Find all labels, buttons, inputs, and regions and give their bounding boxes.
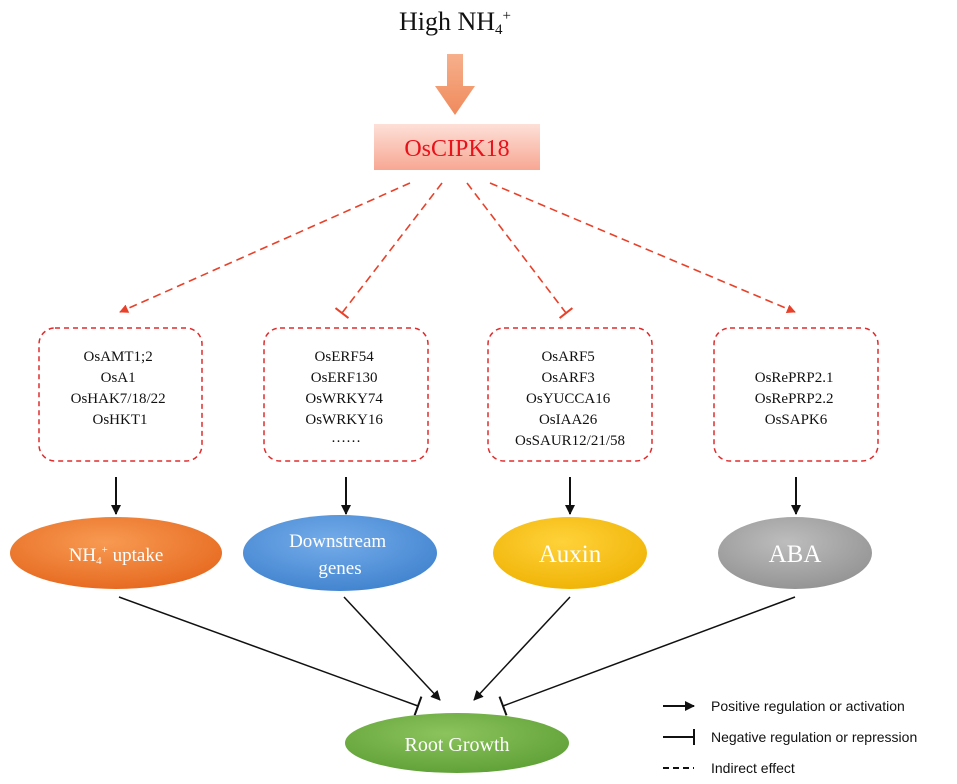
gene-name: OsAMT1;2 (84, 349, 153, 365)
outcome-label: Root Growth (405, 734, 510, 756)
gene-box-2 (263, 327, 429, 462)
gene-group-boxes (38, 327, 879, 462)
gene-box-1 (38, 327, 203, 462)
process-arrows (111, 477, 801, 515)
edge-kinase-group1 (119, 182, 411, 313)
kinase-box (374, 124, 540, 170)
gene-name: OsRePRP2.2 (755, 391, 834, 407)
gene-ellipsis: …… (331, 430, 361, 446)
gene-name: OsARF5 (541, 349, 594, 365)
gene-name: OsYUCCA16 (526, 391, 611, 407)
bar-group2 (334, 307, 350, 319)
edge-auxin-root (473, 596, 571, 701)
edge-kinase-group2 (341, 182, 443, 314)
process-auxin (493, 517, 647, 589)
repression-bars-top (334, 307, 574, 319)
process-nh4-uptake (10, 517, 222, 589)
gene-name: OsERF54 (315, 349, 375, 365)
gene-name: OsWRKY74 (305, 391, 383, 407)
gene-name: OsSAUR12/21/58 (515, 433, 625, 449)
input-arrow (435, 54, 475, 115)
gene-list-3: OsARF5 OsARF3 OsYUCCA16 OsIAA26 OsSAUR12… (515, 349, 625, 449)
gene-name: OsWRKY16 (305, 412, 383, 428)
edge-nh4-root (118, 596, 419, 707)
legend-label-repression: Negative regulation or repression (711, 729, 917, 745)
gene-name: OsRePRP2.1 (755, 370, 834, 386)
edge-downstream-root (343, 596, 441, 701)
gene-box-4 (713, 327, 879, 462)
edge-kinase-group4 (489, 182, 796, 313)
process-label-auxin: Auxin (539, 541, 602, 568)
legend: Positive regulation or activation Negati… (663, 698, 917, 776)
gene-list-2: OsERF54 OsERF130 OsWRKY74 OsWRKY16 …… (305, 349, 386, 446)
process-aba (718, 517, 872, 589)
gene-name: OsARF3 (541, 370, 594, 386)
gene-name: OsHAK7/18/22 (71, 391, 166, 407)
diagram-title: High NH4+ (399, 7, 511, 38)
indirect-edges (119, 182, 796, 314)
edge-aba-root (502, 596, 796, 707)
gene-box-3 (487, 327, 653, 462)
process-downstream-genes (243, 515, 437, 591)
bar-nh4-root (413, 696, 423, 716)
gene-name: OsHKT1 (93, 412, 148, 428)
legend-label-activation: Positive regulation or activation (711, 698, 905, 714)
gene-name: OsIAA26 (539, 412, 598, 428)
bar-group3 (558, 307, 574, 319)
process-label-downstream-genes: Downstream genes (289, 531, 391, 579)
gene-list-4: OsRePRP2.1 OsRePRP2.2 OsSAPK6 (755, 370, 838, 428)
process-label-aba: ABA (769, 541, 822, 568)
gene-name: OsA1 (101, 370, 136, 386)
root-edges (118, 596, 796, 707)
edge-kinase-group3 (466, 182, 567, 314)
gene-list-1: OsAMT1;2 OsA1 OsHAK7/18/22 OsHKT1 (71, 349, 170, 428)
kinase-label: OsCIPK18 (404, 136, 509, 162)
gene-name: OsERF130 (311, 370, 378, 386)
process-label-nh4-uptake: NH4+ uptake (69, 544, 164, 567)
bar-aba-root (498, 696, 508, 716)
gene-name: OsSAPK6 (765, 412, 828, 428)
legend-label-indirect: Indirect effect (711, 760, 795, 776)
outcome-root-growth (345, 713, 569, 773)
repression-bars-root (413, 696, 508, 716)
